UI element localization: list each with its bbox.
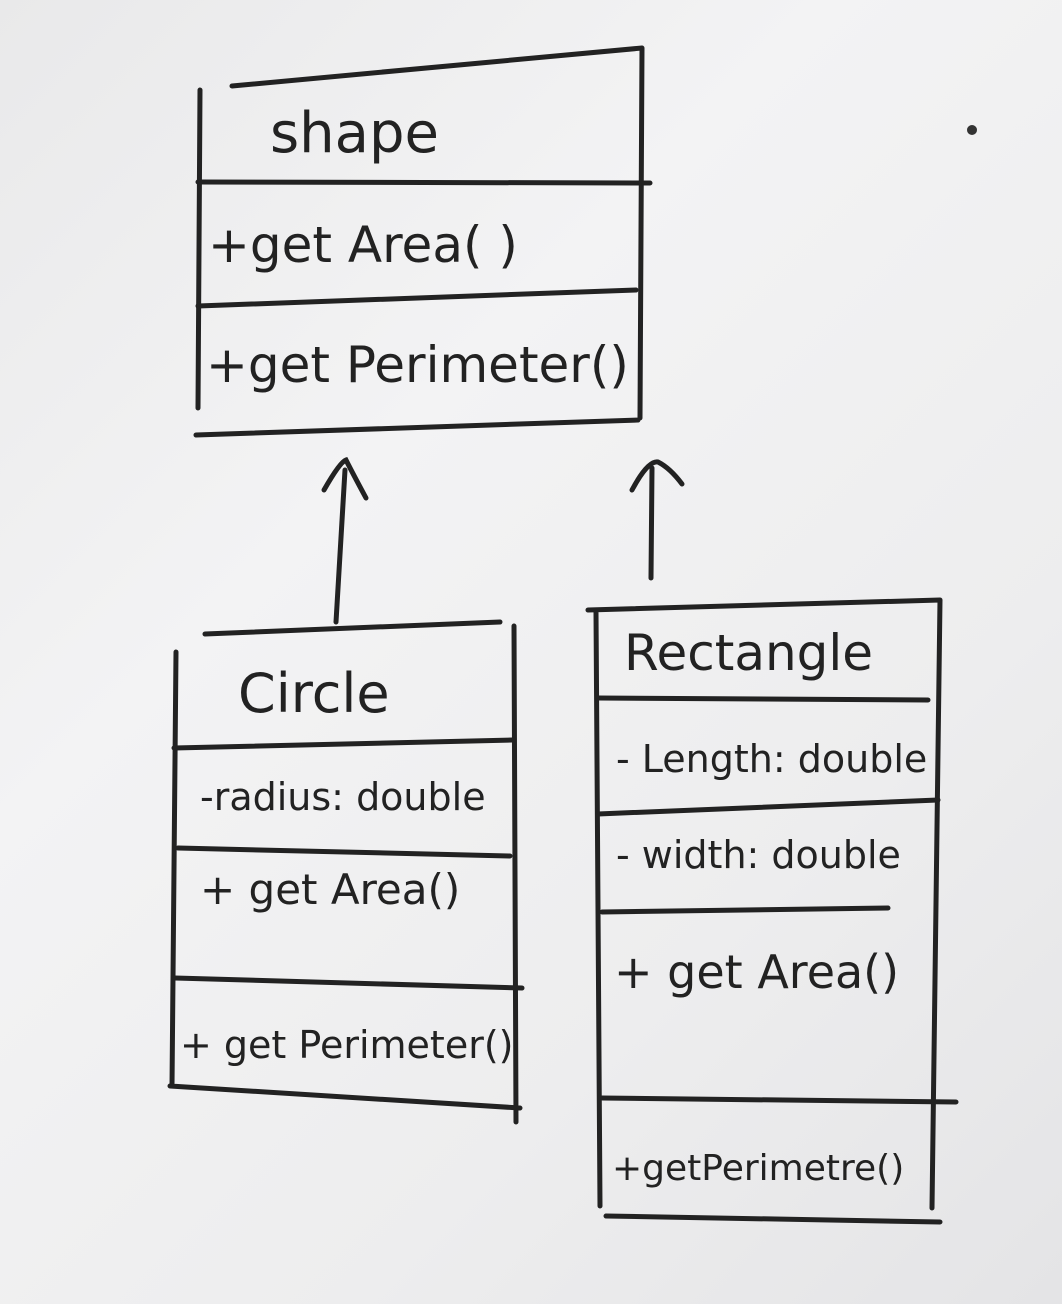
rectangle-divider-1	[595, 695, 931, 703]
rectangle-class-name: Rectangle	[624, 624, 873, 682]
rectangle-class-box	[585, 597, 959, 1225]
rectangle-attribute-length: - Length: double	[616, 737, 927, 781]
shape-class-name: shape	[270, 101, 439, 166]
circle-divider-1	[171, 737, 515, 751]
rectangle-method-get-perimetre: +getPerimetre()	[612, 1148, 904, 1189]
rectangle-divider-4	[599, 1095, 959, 1105]
circle-divider-3	[172, 975, 525, 991]
circle-class-box	[167, 619, 525, 1125]
shape-box-outline	[193, 45, 645, 438]
circle-box-outline	[167, 619, 523, 1125]
rectangle-arrow-head	[629, 459, 685, 493]
rectangle-method-get-area: + get Area()	[614, 945, 899, 999]
circle-method-get-area: + get Area()	[200, 865, 460, 914]
ink-dot	[967, 125, 977, 135]
circle-divider-2	[175, 845, 513, 859]
rectangle-box-outline	[585, 597, 943, 1225]
rectangle-inheritance-arrow	[629, 459, 685, 581]
shape-class-box	[193, 45, 653, 438]
rectangle-attribute-width: - width: double	[616, 833, 901, 877]
shape-divider-1	[195, 179, 653, 186]
shape-method-get-perimeter: +get Perimeter()	[206, 336, 629, 394]
circle-arrow-shaft	[333, 467, 348, 625]
circle-attribute-radius: -radius: double	[200, 775, 486, 819]
shape-method-get-area: +get Area( )	[208, 216, 518, 274]
shape-divider-2	[195, 287, 639, 309]
circle-method-get-perimeter: + get Perimeter()	[180, 1023, 513, 1067]
rectangle-divider-2	[595, 797, 941, 817]
circle-arrow-head	[321, 456, 369, 501]
rectangle-divider-3	[599, 905, 891, 915]
circle-class-name: Circle	[238, 662, 390, 725]
circle-inheritance-arrow	[321, 456, 369, 625]
rectangle-arrow-shaft	[648, 465, 655, 581]
